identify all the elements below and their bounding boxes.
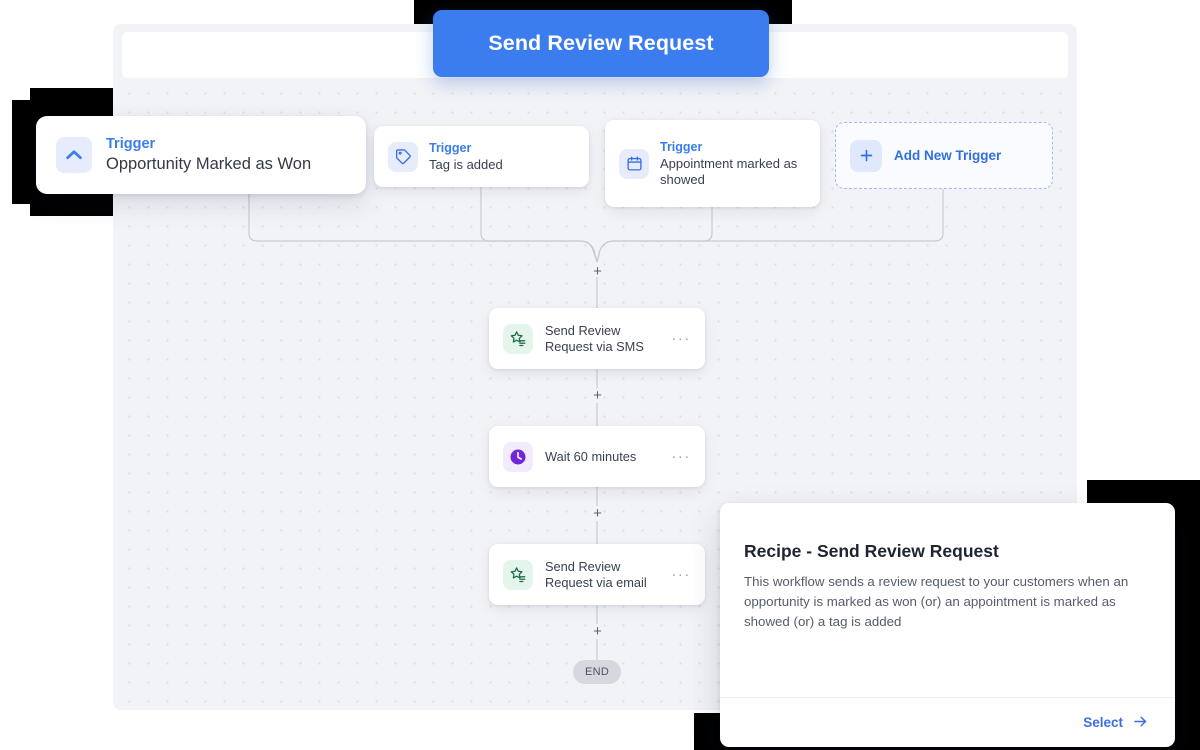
select-recipe-button[interactable]: Select [1083,713,1149,733]
trigger-label: Appointment marked as showed [660,155,798,187]
action-card-send-review-request-email[interactable]: Send Review Request via email ··· [489,544,705,605]
trigger-kicker: Trigger [660,139,703,154]
action-label: Send Review Request via email [545,558,647,590]
add-step-plus-icon[interactable]: + [593,387,602,404]
recipe-title: Recipe - Send Review Request [744,541,999,561]
trigger-label: Tag is added [429,156,503,172]
recipe-footer: Select [720,697,1175,747]
add-step-plus-icon[interactable]: + [593,623,602,640]
page-title: Send Review Request [488,31,714,55]
trigger-card-tag-is-added[interactable]: Trigger Tag is added [374,126,589,187]
trigger-label: Opportunity Marked as Won [106,155,312,173]
calendar-icon [619,148,649,179]
tag-icon [388,141,418,172]
trigger-card-appointment-marked-as-showed[interactable]: Trigger Appointment marked as showed [605,120,820,207]
arrow-right-icon [1132,713,1149,733]
select-button-label: Select [1083,715,1123,730]
trigger-card-opportunity-marked-as-won[interactable]: Trigger Opportunity Marked as Won [36,116,366,194]
review-star-icon [503,559,533,590]
plus-icon [850,139,882,172]
action-overflow-menu-icon[interactable]: ··· [671,565,691,583]
trigger-kicker: Trigger [106,136,156,152]
add-step-plus-icon[interactable]: + [593,505,602,522]
add-new-trigger-button[interactable]: Add New Trigger [835,122,1053,189]
chevron-up-icon [56,137,92,173]
add-new-trigger-label: Add New Trigger [894,148,1002,163]
recipe-body: Recipe - Send Review Request This workfl… [720,503,1175,632]
workflow-title-pill: Send Review Request [433,10,769,77]
action-label: Send Review Request via SMS [545,322,644,354]
action-overflow-menu-icon[interactable]: ··· [671,447,691,465]
trigger-kicker: Trigger [429,140,472,155]
review-star-icon [503,323,533,354]
end-node: END [573,660,621,684]
add-step-plus-icon[interactable]: + [593,263,602,280]
action-overflow-menu-icon[interactable]: ··· [671,329,691,347]
recipe-panel: Recipe - Send Review Request This workfl… [720,503,1175,747]
action-card-wait-60-minutes[interactable]: Wait 60 minutes ··· [489,426,705,487]
recipe-description: This workflow sends a review request to … [744,574,1129,629]
action-card-send-review-request-sms[interactable]: Send Review Request via SMS ··· [489,308,705,369]
clock-icon [503,441,533,472]
action-label: Wait 60 minutes [545,448,637,464]
